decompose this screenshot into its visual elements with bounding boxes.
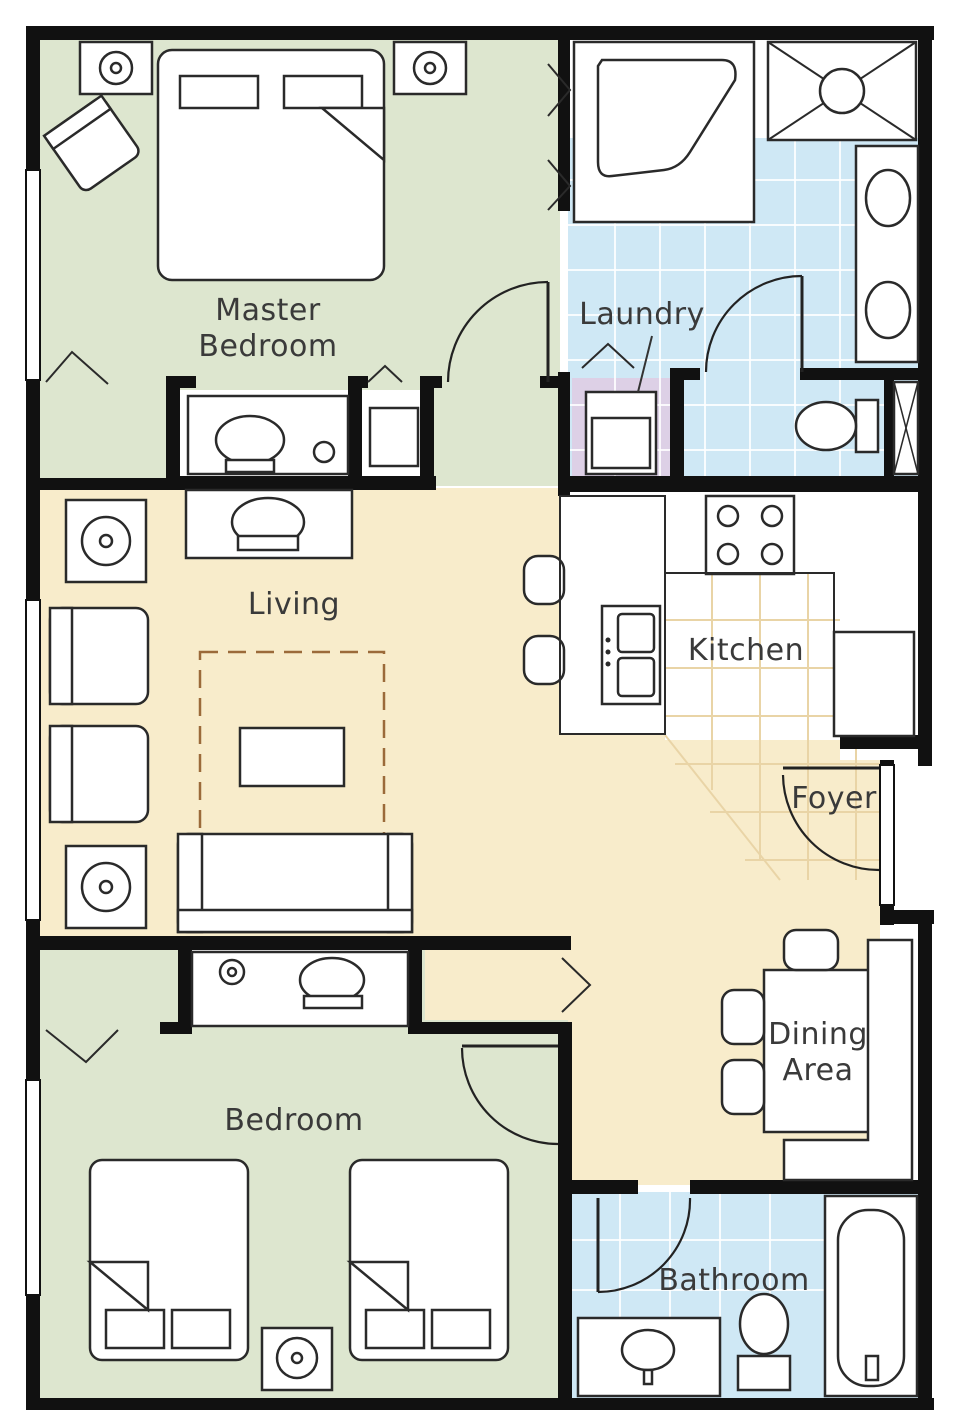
toilet-icon: [738, 1292, 790, 1356]
label-bathroom: Bathroom: [658, 1263, 809, 1298]
armchair-icon: [42, 93, 140, 192]
label-laundry: Laundry: [579, 297, 705, 332]
tv-icon: [214, 414, 286, 466]
pillow-icon: [178, 74, 260, 110]
sink-icon: [864, 168, 912, 228]
label-master-bedroom-line1: Master: [215, 293, 321, 328]
doors: [45, 63, 880, 1294]
label-kitchen: Kitchen: [688, 633, 804, 668]
pillow-icon: [170, 1308, 232, 1350]
toilet-icon: [794, 400, 858, 452]
dining-chair-icon: [720, 1058, 766, 1116]
pillow-icon: [282, 74, 364, 110]
kitchen-tiles: [664, 573, 880, 881]
living-area: [40, 488, 880, 1185]
dining-table: [762, 968, 880, 1134]
label-living: Living: [248, 587, 340, 622]
pillow-icon: [104, 1308, 166, 1350]
bedroom-side-closet-area: [425, 950, 570, 1020]
label-bedroom: Bedroom: [224, 1103, 363, 1138]
furniture: [42, 40, 920, 1398]
sink-icon: [620, 1328, 676, 1372]
toilet-tank: [854, 398, 880, 454]
bar-stool-icon: [522, 634, 566, 686]
lamp-icon: [312, 440, 336, 464]
dining-chair-icon: [720, 988, 766, 1046]
refrigerator-icon: [832, 630, 916, 738]
sink-icon: [864, 280, 912, 340]
pillow-icon: [364, 1308, 426, 1350]
laundry-pointer: [637, 335, 653, 393]
stove-icon: [704, 494, 796, 576]
label-dining-line2: Area: [782, 1053, 853, 1088]
label-dining-line1: Dining: [768, 1017, 868, 1052]
pillow-icon: [430, 1308, 492, 1350]
label-master-bedroom-line2: Bedroom: [198, 329, 337, 364]
walls: [25, 26, 934, 1410]
dining-chair-icon: [782, 928, 840, 972]
room-labels: Master Bedroom Laundry Living Kitchen Fo…: [198, 293, 877, 1298]
bar-stool-icon: [522, 554, 566, 606]
label-foyer: Foyer: [791, 781, 877, 816]
coffee-table: [238, 726, 346, 788]
hamper-icon: [368, 406, 420, 468]
toilet-tank: [736, 1354, 792, 1392]
